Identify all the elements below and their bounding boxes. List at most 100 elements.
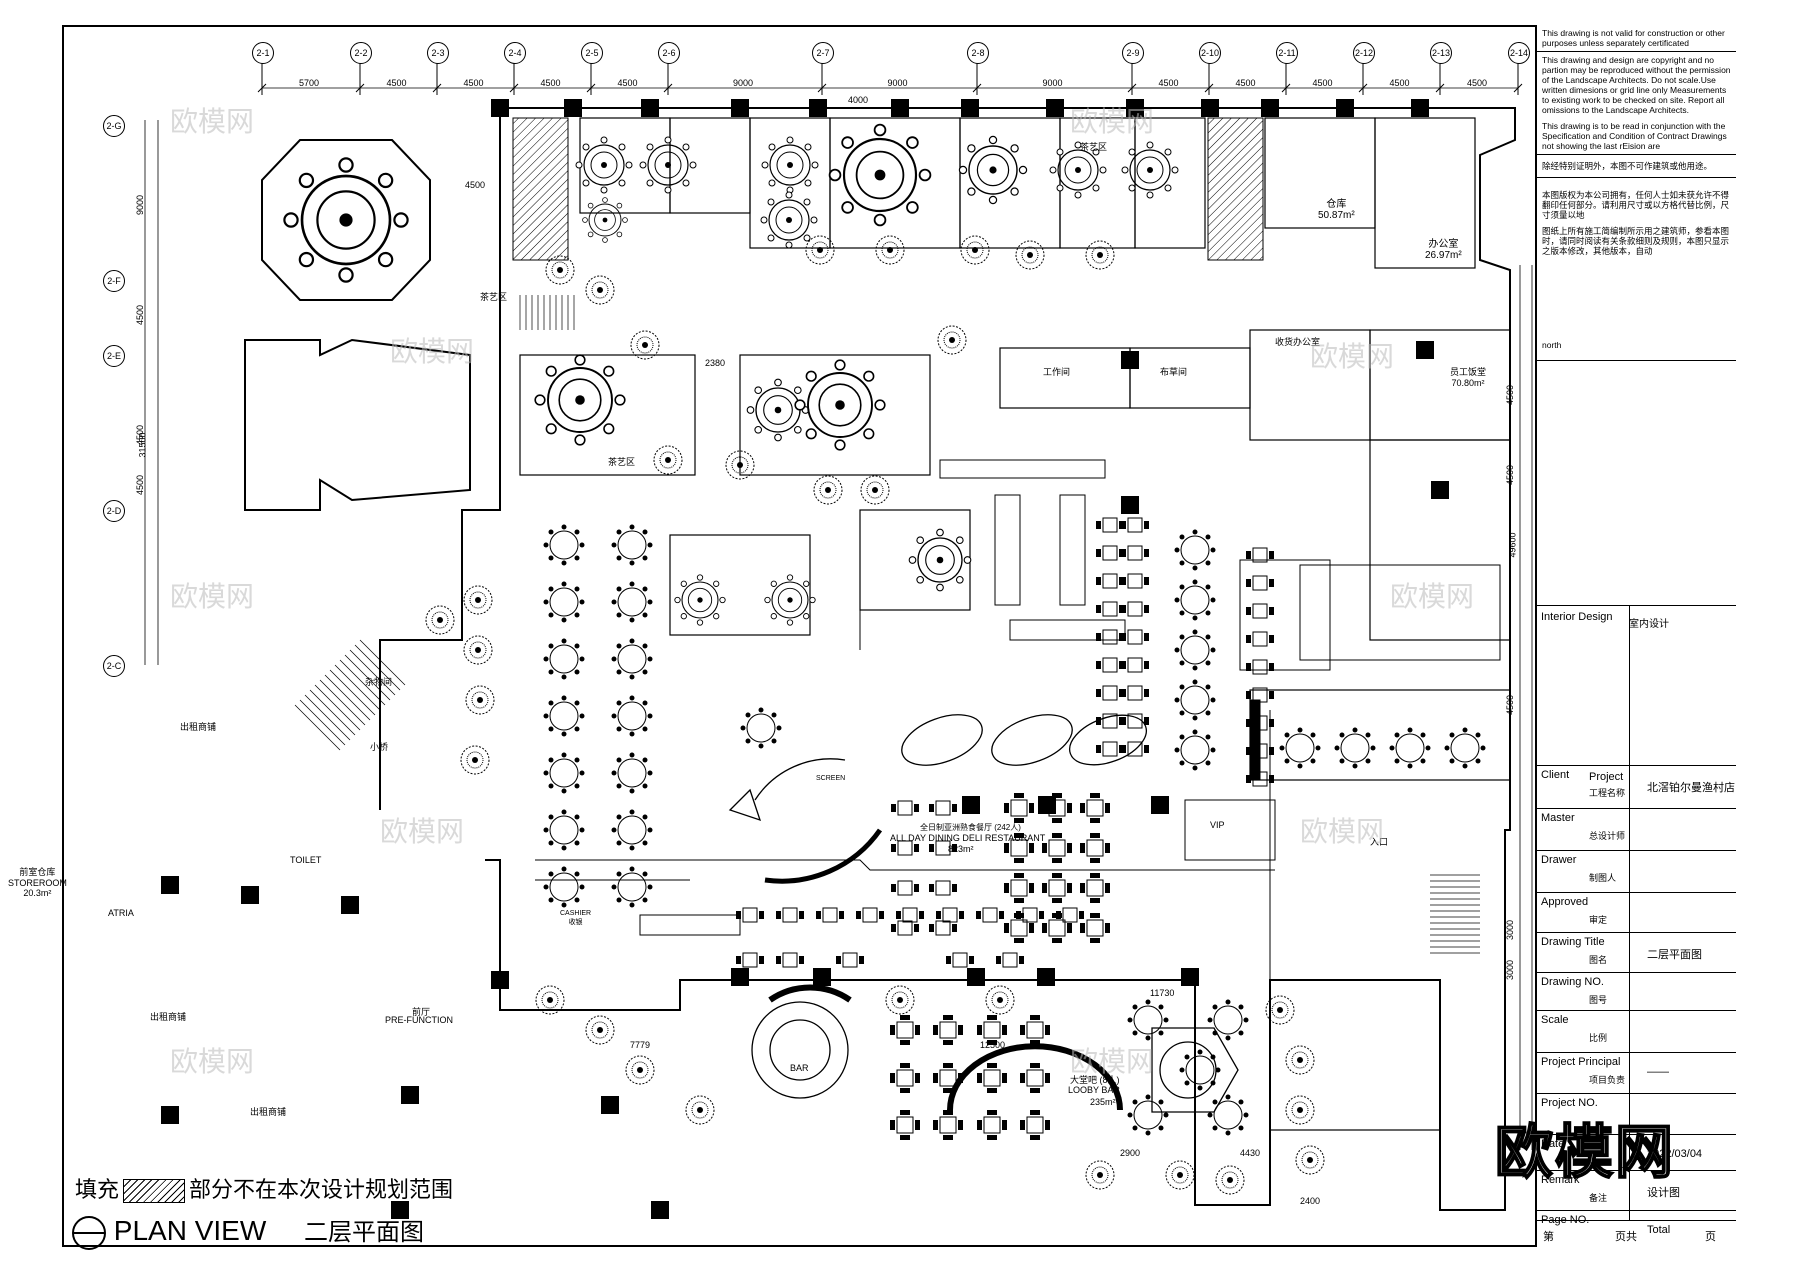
small-table-25: [1095, 573, 1125, 589]
small-table-54: [975, 907, 1005, 923]
legend: 填充部分不在本次设计规划范围: [75, 1172, 453, 1204]
grid-column-8: 2-8: [967, 42, 989, 64]
plan-title-cn: 二层平面图: [304, 1219, 425, 1246]
planting-21: [1295, 1145, 1325, 1175]
dimension-dim-2900: 2900: [1120, 1148, 1141, 1158]
planting-17: [985, 985, 1015, 1015]
title-block-label-10: Date: [1541, 1138, 1565, 1150]
grid-column-7: 2-7: [812, 42, 834, 64]
room-work: 工作间: [1043, 367, 1071, 377]
planting-28: [1015, 240, 1045, 270]
grid-column-9: 2-9: [1122, 42, 1144, 64]
dining-table-6: [611, 638, 653, 680]
lounge-seat-73: [1019, 1109, 1051, 1141]
column-dimension-11: 4500: [1312, 78, 1333, 88]
small-table-11: [890, 880, 920, 896]
column-dimension-13: 4500: [1467, 78, 1488, 88]
column-post-8: [1046, 99, 1064, 117]
column-post-30: [401, 1086, 419, 1104]
round-table-6: [828, 123, 932, 227]
planting-6: [860, 475, 890, 505]
planting-9: [465, 685, 495, 715]
small-table-17: [928, 920, 958, 936]
small-table-61: [995, 952, 1025, 968]
title-block-divider-10: [1537, 1134, 1736, 1135]
round-table-2: [575, 136, 633, 194]
room-tenant-shop-1: 出租商铺: [180, 722, 217, 732]
dining-table-23: [1444, 727, 1486, 769]
column-post-29: [341, 896, 359, 914]
planting-10: [460, 745, 490, 775]
page-footer-1: 第: [1543, 1231, 1554, 1243]
round-table-14: [908, 528, 972, 592]
lounge-seat-62: [889, 1014, 921, 1046]
title-block-label-6: Drawing NO.: [1541, 976, 1604, 988]
dining-table-17: [1174, 629, 1216, 671]
room-screen: SCREEN: [816, 775, 846, 782]
title-block-note-2: This drawing and design are copyright an…: [1542, 55, 1731, 115]
room-entrance: 入口: [1370, 837, 1389, 847]
lounge-seat-65: [1019, 1014, 1051, 1046]
planting-16: [885, 985, 915, 1015]
dining-table-11: [543, 809, 585, 851]
round-table-1: [283, 157, 409, 283]
row-dimension-right-6: 3000: [1505, 959, 1516, 981]
planting-3: [653, 445, 683, 475]
room-small-bridge: 小桥: [370, 742, 389, 752]
column-dimension-6: 9000: [733, 78, 754, 88]
dimension-dim-4500: 4500: [465, 180, 486, 190]
column-post-24: [1037, 968, 1055, 986]
title-block-divider-3: [1537, 850, 1736, 851]
title-block-value-12: Total: [1647, 1224, 1671, 1236]
dining-table-2: [611, 524, 653, 566]
small-table-43: [1245, 659, 1275, 675]
title-block-divider-5: [1537, 932, 1736, 933]
column-post-32: [161, 1106, 179, 1124]
small-table-26: [1120, 573, 1150, 589]
watermark-4: 欧模网: [1310, 341, 1395, 372]
planting-8: [463, 635, 493, 665]
small-table-41: [1245, 603, 1275, 619]
title-block-divider-design: [1537, 605, 1736, 606]
row-dimension-right-5: 3000: [1505, 919, 1516, 941]
room-all-day-cn: 全日制亚洲熟食餐厅 (242人): [920, 823, 1021, 832]
column-post-18: [962, 796, 980, 814]
room-lobby-bar-cn: 大堂吧 (8人): [1070, 1075, 1120, 1085]
planting-19: [1285, 1045, 1315, 1075]
legend-hatch-swatch: [123, 1179, 186, 1204]
grid-column-10: 2-10: [1199, 42, 1221, 64]
title-block-cn-1: 工程名称: [1589, 788, 1626, 798]
title-block-label-3: Drawer: [1541, 854, 1577, 866]
column-post-27: [161, 876, 179, 894]
column-post-14: [1121, 351, 1139, 369]
title-block-divider-6: [1537, 972, 1736, 973]
column-post-23: [967, 968, 985, 986]
column-post-19: [1038, 796, 1056, 814]
small-table-16: [890, 920, 920, 936]
small-table-10: [1079, 832, 1111, 864]
planting-20: [1285, 1095, 1315, 1125]
dining-table-15: [1174, 529, 1216, 571]
dining-table-7: [543, 695, 585, 737]
dimension-dim-2400: 2400: [1300, 1196, 1321, 1206]
dining-table-29: [1207, 1094, 1249, 1136]
room-cashier: CASHIER 收银: [560, 910, 592, 926]
planting-2: [937, 325, 967, 355]
title-block-divider-north: [1537, 360, 1736, 361]
dining-table-4: [611, 581, 653, 623]
plan-title-marker-icon: [72, 1215, 106, 1250]
planting-22: [1085, 1160, 1115, 1190]
small-table-31: [1095, 657, 1125, 673]
round-table-15: [674, 574, 726, 626]
title-block-note-cn-3: 图纸上所有施工简编制所示用之建筑师，参看本图时，请同时阅读有关条款细则及规则，本…: [1542, 226, 1730, 256]
dimension-dim-12500: 12500: [980, 1040, 1006, 1050]
dining-table-27: [1127, 999, 1169, 1041]
title-block: This drawing is not valid for constructi…: [1494, 25, 1736, 1247]
grid-column-13: 2-13: [1430, 42, 1452, 64]
small-table-12: [928, 880, 958, 896]
column-post-5: [809, 99, 827, 117]
grid-row-left-3: 2-E: [103, 345, 125, 367]
column-post-4: [731, 99, 749, 117]
interior-design-cn: 室内设计: [1629, 619, 1669, 630]
column-post-25: [1181, 968, 1199, 986]
